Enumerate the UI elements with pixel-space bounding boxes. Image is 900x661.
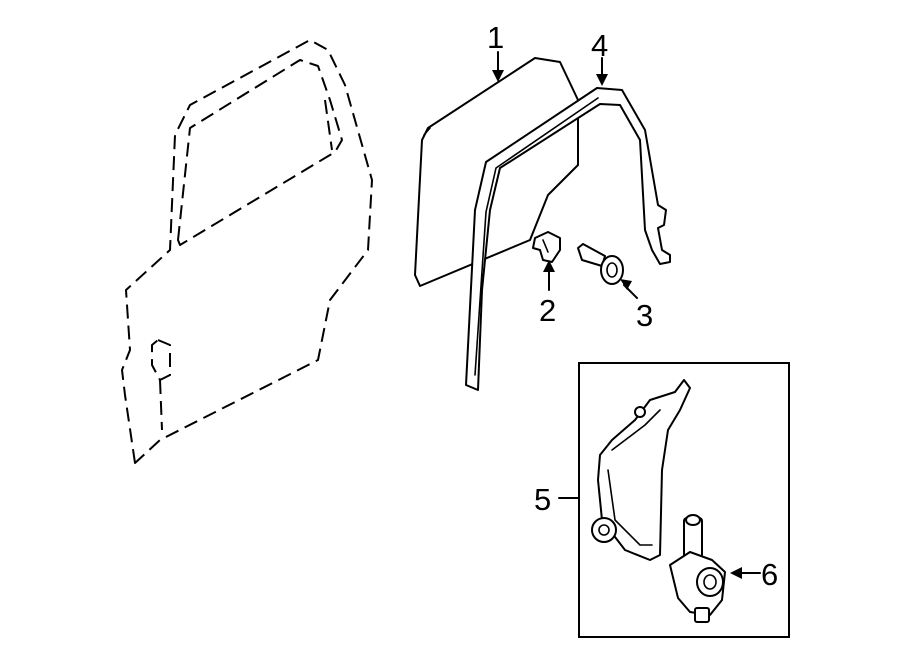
callout-5: 5	[534, 482, 551, 517]
callout-4: 4	[591, 28, 608, 63]
callout-3: 3	[636, 298, 653, 333]
callout-1: 1	[487, 20, 504, 55]
bolt-part	[577, 243, 624, 285]
clip-part	[532, 231, 561, 263]
motor-part	[669, 514, 726, 623]
leader-lines	[492, 51, 761, 579]
run-channel-part	[465, 87, 671, 391]
regulator-part	[591, 379, 691, 561]
callout-6: 6	[761, 557, 778, 592]
door-outline	[121, 39, 373, 464]
callout-2: 2	[539, 293, 556, 328]
regulator-detail-box	[578, 362, 790, 638]
